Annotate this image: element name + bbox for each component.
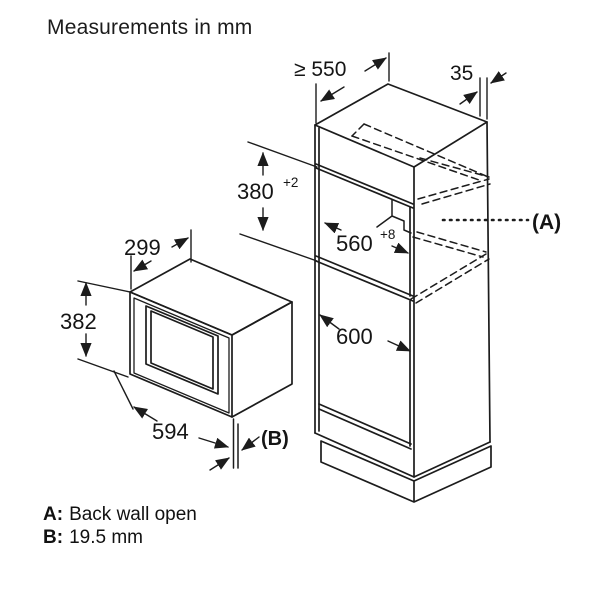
cabinet-bottom-edge bbox=[314, 432, 491, 478]
dimension-text: ≥ 550 35 380 +2 560 +8 600 299 382 594 (… bbox=[60, 58, 561, 450]
legend-a-value: Back wall open bbox=[69, 504, 197, 525]
dim-appliance-width-lines bbox=[113, 370, 229, 449]
dim-niche-height-lines bbox=[239, 141, 318, 262]
dim-lower-niche-lines bbox=[319, 314, 411, 352]
label-a-ref: (A) bbox=[532, 211, 561, 234]
dim-appliance-height-lines bbox=[77, 280, 131, 378]
cabinet-floor-edge bbox=[318, 403, 412, 450]
label-b-arrows bbox=[209, 436, 260, 471]
dim-appliance-width-value: 594 bbox=[152, 419, 189, 444]
dim-wall-thickness-value: 35 bbox=[450, 62, 473, 85]
dim-niche-width-value: 560 bbox=[336, 231, 373, 256]
dimension-graphics bbox=[77, 52, 507, 471]
dim-cabinet-depth-value: ≥ 550 bbox=[294, 58, 346, 81]
dim-niche-width-lines bbox=[324, 222, 409, 254]
cabinet-back-right-edge bbox=[486, 121, 491, 443]
dim-lower-niche-value: 600 bbox=[336, 324, 373, 349]
microwave-drawing bbox=[129, 258, 293, 469]
legend-b-value: 19.5 mm bbox=[69, 527, 143, 548]
dim-wall-thickness-lines bbox=[459, 71, 507, 120]
cabinet-top-face bbox=[314, 83, 488, 168]
microwave-door-outline bbox=[133, 297, 230, 414]
microwave-door-window bbox=[145, 305, 219, 395]
microwave-top-face bbox=[129, 258, 293, 336]
cabinet-front-left-edge bbox=[314, 124, 320, 434]
door-protrusion-gap-lines bbox=[232, 418, 239, 469]
shelf-cable-notch bbox=[376, 199, 412, 234]
dim-niche-height-tolerance: +2 bbox=[283, 175, 298, 190]
microwave-front-face bbox=[129, 291, 233, 418]
legend-b-key: B: bbox=[43, 527, 64, 548]
legend-line-a: A:Back wall open bbox=[43, 503, 197, 526]
cabinet-plinth bbox=[320, 440, 492, 503]
legend: A:Back wall open B:19.5 mm bbox=[43, 503, 197, 549]
open-back-dashed-lines bbox=[351, 123, 491, 304]
legend-line-b: B:19.5 mm bbox=[43, 526, 197, 549]
dim-appliance-height-value: 382 bbox=[60, 309, 97, 334]
diagram-title: Measurements in mm bbox=[47, 16, 253, 39]
dim-niche-height-value: 380 bbox=[237, 179, 274, 204]
label-b-ref: (B) bbox=[261, 428, 289, 450]
cabinet-drawing bbox=[314, 83, 530, 503]
legend-a-key: A: bbox=[43, 504, 64, 525]
microwave-right-face bbox=[231, 301, 293, 418]
cabinet-front-right-edge bbox=[409, 166, 415, 478]
dim-appliance-depth-value: 299 bbox=[124, 235, 161, 260]
dim-cabinet-depth-lines bbox=[315, 52, 390, 124]
niche-shelf-edge bbox=[315, 255, 414, 302]
dim-appliance-depth-lines bbox=[130, 229, 192, 290]
dim-niche-width-tolerance: +8 bbox=[380, 227, 395, 242]
niche-ceiling-edge bbox=[315, 163, 414, 209]
